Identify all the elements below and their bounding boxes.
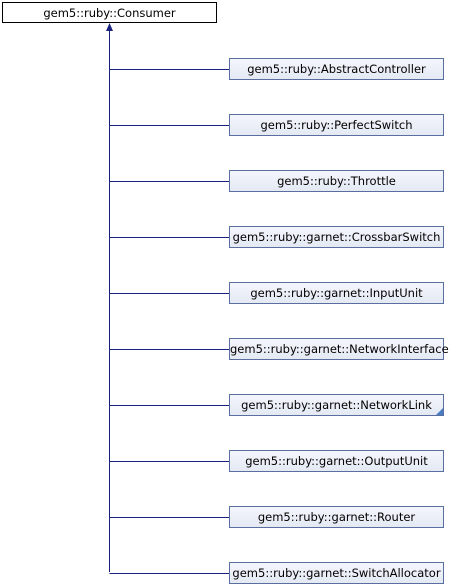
- more-indicator-icon: [436, 408, 443, 415]
- class-node[interactable]: gem5::ruby::garnet::NetworkLink: [229, 394, 444, 416]
- class-label: gem5::ruby::AbstractController: [247, 62, 426, 76]
- class-node[interactable]: gem5::ruby::garnet::CrossbarSwitch: [229, 226, 444, 248]
- class-node[interactable]: gem5::ruby::garnet::Router: [229, 506, 444, 528]
- class-node[interactable]: gem5::ruby::Throttle: [229, 170, 444, 192]
- class-node[interactable]: gem5::ruby::AbstractController: [229, 58, 444, 80]
- class-label: gem5::ruby::garnet::SwitchAllocator: [232, 566, 441, 580]
- class-node-consumer[interactable]: gem5::ruby::Consumer: [2, 2, 217, 23]
- class-node[interactable]: gem5::ruby::garnet::NetworkInterface: [229, 338, 449, 360]
- class-label: gem5::ruby::garnet::Router: [257, 510, 416, 524]
- class-node[interactable]: gem5::ruby::garnet::SwitchAllocator: [229, 562, 444, 584]
- class-label: gem5::ruby::garnet::NetworkInterface: [230, 342, 449, 356]
- inheritance-arrowhead: [106, 23, 113, 31]
- class-node[interactable]: gem5::ruby::garnet::InputUnit: [229, 282, 444, 304]
- class-label: gem5::ruby::garnet::CrossbarSwitch: [232, 230, 441, 244]
- class-node[interactable]: gem5::ruby::garnet::OutputUnit: [229, 450, 444, 472]
- class-label: gem5::ruby::garnet::NetworkLink: [241, 398, 432, 412]
- class-label: gem5::ruby::garnet::InputUnit: [250, 286, 423, 300]
- class-label: gem5::ruby::Consumer: [43, 6, 176, 20]
- class-label: gem5::ruby::PerfectSwitch: [260, 118, 413, 132]
- class-node[interactable]: gem5::ruby::PerfectSwitch: [229, 114, 444, 136]
- class-label: gem5::ruby::Throttle: [277, 174, 396, 188]
- class-label: gem5::ruby::garnet::OutputUnit: [245, 454, 428, 468]
